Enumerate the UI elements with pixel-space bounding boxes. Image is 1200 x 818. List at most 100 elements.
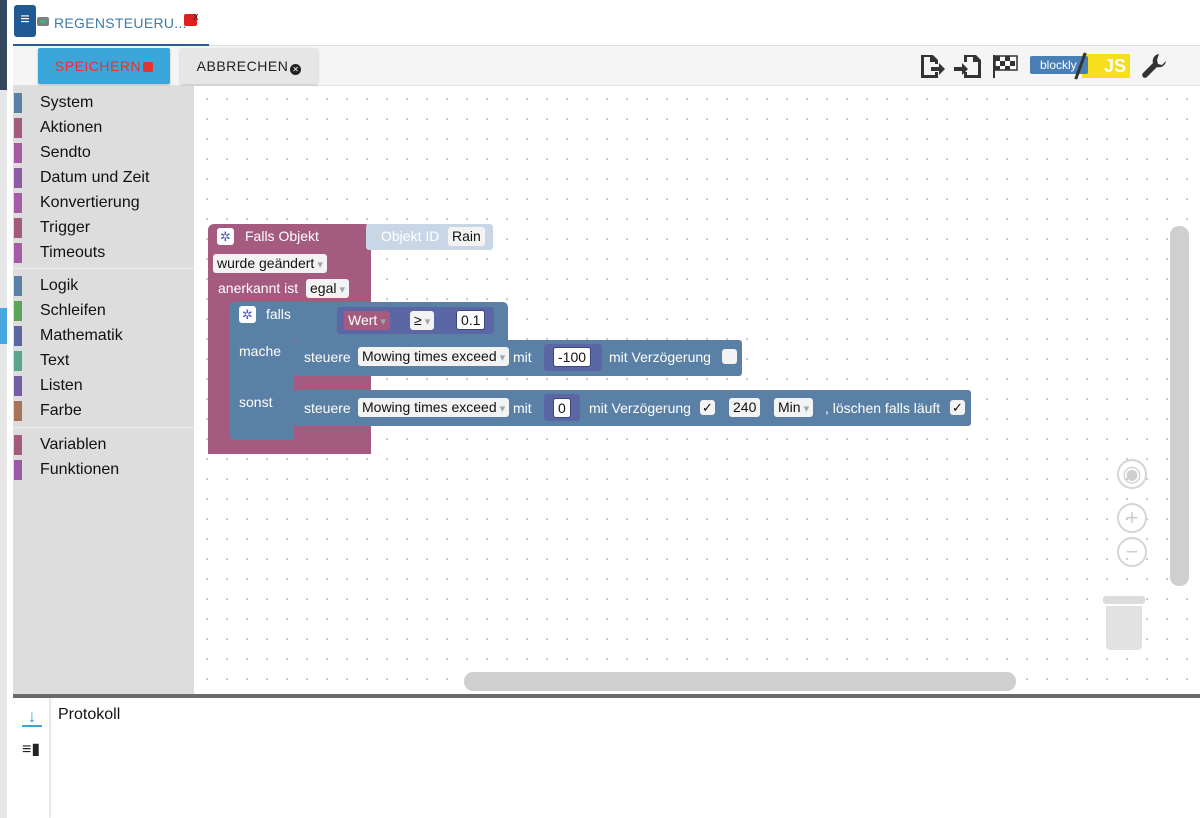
delay-label: mit Verzögerung bbox=[609, 349, 711, 365]
ack-label: anerkannt ist bbox=[218, 280, 299, 296]
if-label: falls bbox=[266, 306, 291, 322]
vertical-scrollbar[interactable] bbox=[1170, 226, 1189, 586]
log-panel: ↓ ≡▮ Protokoll bbox=[13, 694, 1200, 818]
toolbox-category-sendto[interactable]: Sendto bbox=[13, 141, 194, 165]
control-target-dropdown[interactable]: Mowing times exceed bbox=[358, 347, 510, 366]
save-button-label: SPEICHERN bbox=[54, 58, 142, 74]
delay-checkbox[interactable] bbox=[722, 349, 737, 364]
flag-icon[interactable] bbox=[991, 52, 1019, 80]
control-target-dropdown[interactable]: Mowing times exceed bbox=[358, 398, 510, 417]
horizontal-scrollbar[interactable] bbox=[464, 672, 1016, 691]
category-color-bar bbox=[14, 218, 22, 238]
wrench-icon[interactable] bbox=[1141, 52, 1169, 80]
if-block-side bbox=[229, 302, 294, 440]
export-icon[interactable] bbox=[917, 52, 945, 80]
import-icon[interactable] bbox=[954, 52, 982, 80]
toolbox-category-listen[interactable]: Listen bbox=[13, 374, 194, 398]
delay-unit-dropdown[interactable]: Min bbox=[774, 398, 814, 417]
category-label: Listen bbox=[40, 377, 83, 394]
object-id-label: Objekt ID bbox=[381, 228, 440, 244]
recenter-icon[interactable]: ◉ bbox=[1117, 459, 1147, 489]
toolbox-category-farbe[interactable]: Farbe bbox=[13, 399, 194, 423]
toolbox-category-datum-und-zeit[interactable]: Datum und Zeit bbox=[13, 166, 194, 190]
clear-label: , löschen falls läuft bbox=[825, 400, 941, 416]
category-label: Konvertierung bbox=[40, 194, 140, 211]
gear-icon[interactable]: ✲ bbox=[239, 306, 256, 323]
control-with-label: mit bbox=[513, 349, 532, 365]
list-icon[interactable]: ≡▮ bbox=[22, 741, 41, 758]
close-tab-icon[interactable] bbox=[184, 11, 199, 26]
script-icon bbox=[37, 17, 49, 26]
category-color-bar bbox=[14, 276, 22, 296]
toolbox-category-variablen[interactable]: Variablen bbox=[13, 433, 194, 457]
category-color-bar bbox=[14, 301, 22, 321]
category-label: Farbe bbox=[40, 402, 82, 419]
do-label: mache bbox=[239, 343, 282, 359]
compare-value-field[interactable]: 0.1 bbox=[456, 310, 486, 330]
control-value-field[interactable]: -100 bbox=[553, 347, 592, 367]
save-button[interactable]: SPEICHERN bbox=[38, 48, 170, 84]
toolbox-category-trigger[interactable]: Trigger bbox=[13, 216, 194, 240]
change-mode-dropdown[interactable]: wurde geändert bbox=[213, 254, 327, 273]
toolbox-category-timeouts[interactable]: Timeouts bbox=[13, 241, 194, 265]
left-edge-highlight bbox=[0, 308, 7, 344]
control-with-label: mit bbox=[513, 400, 532, 416]
trash-icon[interactable] bbox=[1106, 606, 1142, 650]
tab-title[interactable]: REGENSTEUERU... bbox=[54, 15, 187, 31]
menu-icon[interactable]: ≡ bbox=[14, 5, 36, 37]
left-edge-accent bbox=[0, 0, 7, 90]
control-value-field[interactable]: 0 bbox=[553, 398, 571, 418]
save-icon bbox=[143, 62, 154, 72]
toolbox-category-funktionen[interactable]: Funktionen bbox=[13, 458, 194, 482]
category-label: Aktionen bbox=[40, 119, 103, 136]
control-prefix: steuere bbox=[304, 349, 351, 365]
tab-bar: ≡ REGENSTEUERU... bbox=[13, 0, 1200, 46]
log-title: Protokoll bbox=[58, 706, 121, 723]
category-label: Trigger bbox=[40, 219, 91, 236]
toolbox-category-logik[interactable]: Logik bbox=[13, 274, 194, 298]
category-color-bar bbox=[14, 168, 22, 188]
category-label: Text bbox=[40, 352, 70, 369]
trash-lid bbox=[1103, 596, 1145, 604]
category-color-bar bbox=[14, 193, 22, 213]
category-label: Mathematik bbox=[40, 327, 123, 344]
category-color-bar bbox=[14, 460, 22, 480]
toolbox-category-system[interactable]: System bbox=[13, 91, 194, 115]
compare-variable-dropdown[interactable]: Wert bbox=[344, 311, 390, 330]
delay-value-field[interactable]: 240 bbox=[729, 398, 761, 417]
clear-checkbox[interactable]: ✓ bbox=[950, 400, 965, 415]
toolbox-category-schleifen[interactable]: Schleifen bbox=[13, 299, 194, 323]
gear-icon[interactable]: ✲ bbox=[217, 228, 234, 245]
category-label: Funktionen bbox=[40, 461, 120, 478]
toolbox-category-mathematik[interactable]: Mathematik bbox=[13, 324, 194, 348]
trigger-title: Falls Objekt bbox=[245, 228, 319, 244]
toolbox-category-text[interactable]: Text bbox=[13, 349, 194, 373]
left-edge-strip bbox=[0, 0, 7, 818]
zoom-out-icon[interactable]: − bbox=[1117, 537, 1147, 567]
delay-checkbox[interactable]: ✓ bbox=[700, 400, 715, 415]
blockly-workspace[interactable]: ✲ Falls Objekt Objekt ID Rain wurde geän… bbox=[194, 86, 1200, 694]
zoom-in-icon[interactable]: + bbox=[1117, 503, 1147, 533]
ack-dropdown[interactable]: egal bbox=[306, 279, 350, 298]
category-color-bar bbox=[14, 93, 22, 113]
blockly-js-toggle[interactable]: JS blockly bbox=[1030, 52, 1130, 80]
download-icon[interactable]: ↓ bbox=[22, 707, 42, 727]
active-tab-indicator bbox=[13, 44, 209, 46]
object-id-field[interactable]: Rain bbox=[448, 227, 485, 246]
toolbox-category-konvertierung[interactable]: Konvertierung bbox=[13, 191, 194, 215]
category-label: Datum und Zeit bbox=[40, 169, 150, 186]
category-color-bar bbox=[14, 376, 22, 396]
category-color-bar bbox=[14, 118, 22, 138]
toolbox-category-aktionen[interactable]: Aktionen bbox=[13, 116, 194, 140]
cancel-button-label: ABBRECHEN bbox=[196, 58, 289, 74]
toolbar: SPEICHERN ABBRECHEN✕ JS blockly bbox=[13, 46, 1200, 86]
category-label: Schleifen bbox=[40, 302, 106, 319]
else-label: sonst bbox=[239, 394, 273, 410]
delay-label: mit Verzögerung bbox=[589, 400, 691, 416]
cancel-button[interactable]: ABBRECHEN✕ bbox=[180, 48, 318, 84]
cancel-icon: ✕ bbox=[290, 64, 302, 75]
toolbox-sidebar: System Aktionen Sendto Datum und Zeit Ko… bbox=[13, 86, 194, 694]
log-toolbar: ↓ ≡▮ bbox=[13, 698, 50, 818]
trigger-block-bottom bbox=[208, 444, 371, 454]
compare-operator-dropdown[interactable]: ≥ bbox=[410, 311, 435, 330]
